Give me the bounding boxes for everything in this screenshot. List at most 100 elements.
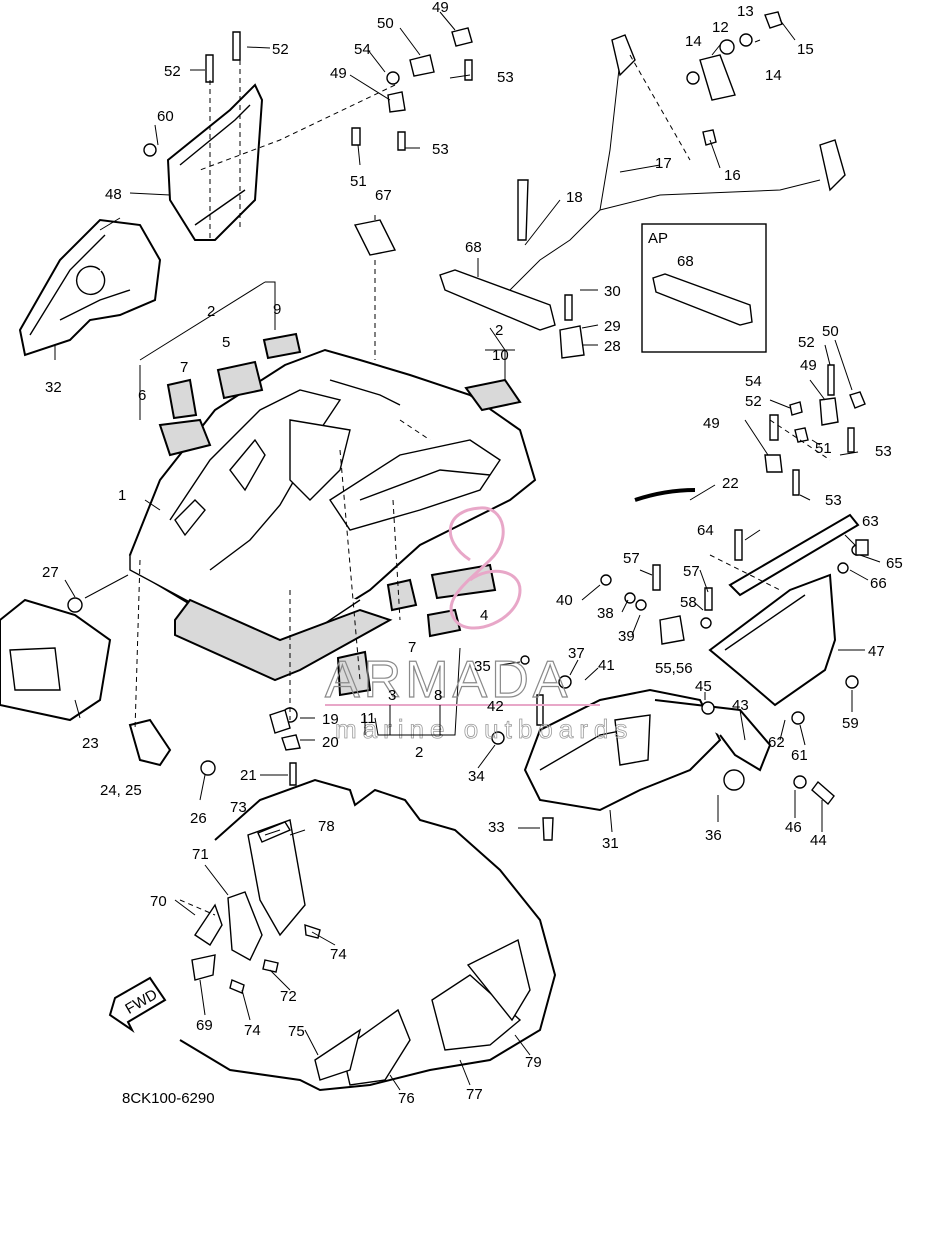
callout-26: 26 (190, 810, 207, 827)
callout-50: 50 (822, 323, 839, 340)
callout-49: 49 (800, 357, 817, 374)
callout-54: 54 (354, 41, 371, 58)
callout-49: 49 (330, 65, 347, 82)
callout-28: 28 (604, 338, 621, 355)
foam-pad-group (158, 332, 522, 697)
callout-29: 29 (604, 318, 621, 335)
callout-71: 71 (192, 846, 209, 863)
callout-67: 67 (375, 187, 392, 204)
callout-16: 16 (724, 167, 741, 184)
callout-53: 53 (432, 141, 449, 158)
callout-46: 46 (785, 819, 802, 836)
callout-61: 61 (791, 747, 808, 764)
callout-47: 47 (868, 643, 885, 660)
callout-57: 57 (683, 563, 700, 580)
callout-37: 37 (568, 645, 585, 662)
callout-75: 75 (288, 1023, 305, 1040)
callout-23: 23 (82, 735, 99, 752)
callout-52: 52 (798, 334, 815, 351)
callout-35: 35 (474, 658, 491, 675)
callout-34: 34 (468, 768, 485, 785)
callout-39: 39 (618, 628, 635, 645)
callout-65: 65 (886, 555, 903, 572)
callout-44: 44 (810, 832, 827, 849)
callout-79: 79 (525, 1054, 542, 1071)
ap-inset-label: AP (648, 230, 668, 247)
callout-57: 57 (623, 550, 640, 567)
hull-outline-part (179, 778, 557, 1092)
callout-68: 68 (677, 253, 694, 270)
fwd-arrow-icon (108, 976, 167, 1033)
callout-36: 36 (705, 827, 722, 844)
fastener-hardware (67, 27, 869, 841)
lower-left-panel-part (0, 598, 112, 722)
callout-40: 40 (556, 592, 573, 609)
callout-30: 30 (604, 283, 621, 300)
callout-9: 9 (273, 301, 281, 318)
callout-18: 18 (566, 189, 583, 206)
callout-15: 15 (797, 41, 814, 58)
callout-64: 64 (697, 522, 714, 539)
callout-leaders (54, 11, 881, 1091)
callout-19: 19 (322, 711, 339, 728)
callout-51: 51 (815, 440, 832, 457)
left-shroud-part (18, 218, 162, 357)
callout-14: 14 (765, 67, 782, 84)
callout-70: 70 (150, 893, 167, 910)
callout-73: 73 (230, 799, 247, 816)
callout-60: 60 (157, 108, 174, 125)
callout-74: 74 (330, 946, 347, 963)
callout-13: 13 (737, 3, 754, 20)
callout-31: 31 (602, 835, 619, 852)
callout-59: 59 (842, 715, 859, 732)
callout-3: 3 (388, 687, 396, 704)
watermark-logo-mark (448, 506, 522, 630)
callout-48: 48 (105, 186, 122, 203)
callout-11: 11 (360, 710, 376, 727)
callout-69: 69 (196, 1017, 213, 1034)
callout-6: 6 (138, 387, 146, 404)
callout-10: 10 (492, 347, 509, 364)
callout-54: 54 (745, 373, 762, 390)
callout-55-56: 55,56 (655, 660, 693, 677)
callout-53: 53 (875, 443, 892, 460)
label-card-part (353, 219, 397, 256)
watermark-logo: ARMADA marine outboards (324, 506, 628, 744)
callout-77: 77 (466, 1086, 483, 1103)
watermark-brand: ARMADA (325, 651, 571, 709)
hose-part (634, 488, 696, 502)
callout-12: 12 (712, 19, 729, 36)
callout-62: 62 (768, 734, 785, 751)
latch-part (559, 294, 585, 359)
callout-24-25: 24, 25 (100, 782, 142, 799)
callout-50: 50 (377, 15, 394, 32)
callout-22: 22 (722, 475, 739, 492)
callout-72: 72 (280, 988, 297, 1005)
callout-21: 21 (240, 767, 257, 784)
callout-52: 52 (745, 393, 762, 410)
callout-2: 2 (207, 303, 215, 320)
throttle-cable-part (509, 34, 846, 291)
callout-63: 63 (862, 513, 879, 530)
side-panel-part (166, 83, 264, 241)
linkage-part (686, 11, 783, 146)
callout-52: 52 (272, 41, 289, 58)
callout-52: 52 (164, 63, 181, 80)
callout-27: 27 (42, 564, 59, 581)
callout-32: 32 (45, 379, 62, 396)
callout-38: 38 (597, 605, 614, 622)
hood-seal-part (174, 598, 393, 682)
callout-49: 49 (432, 0, 449, 16)
callout-2: 2 (415, 744, 423, 761)
callout-7: 7 (180, 359, 188, 376)
callout-17: 17 (655, 155, 672, 172)
right-side-panel-part (708, 513, 860, 707)
callout-76: 76 (398, 1090, 415, 1107)
callout-42: 42 (487, 698, 504, 715)
callout-20: 20 (322, 734, 339, 751)
callout-bracket (364, 705, 455, 736)
assembly-lines (134, 54, 831, 916)
callout-7: 7 (408, 639, 416, 656)
callout-51: 51 (350, 173, 367, 190)
